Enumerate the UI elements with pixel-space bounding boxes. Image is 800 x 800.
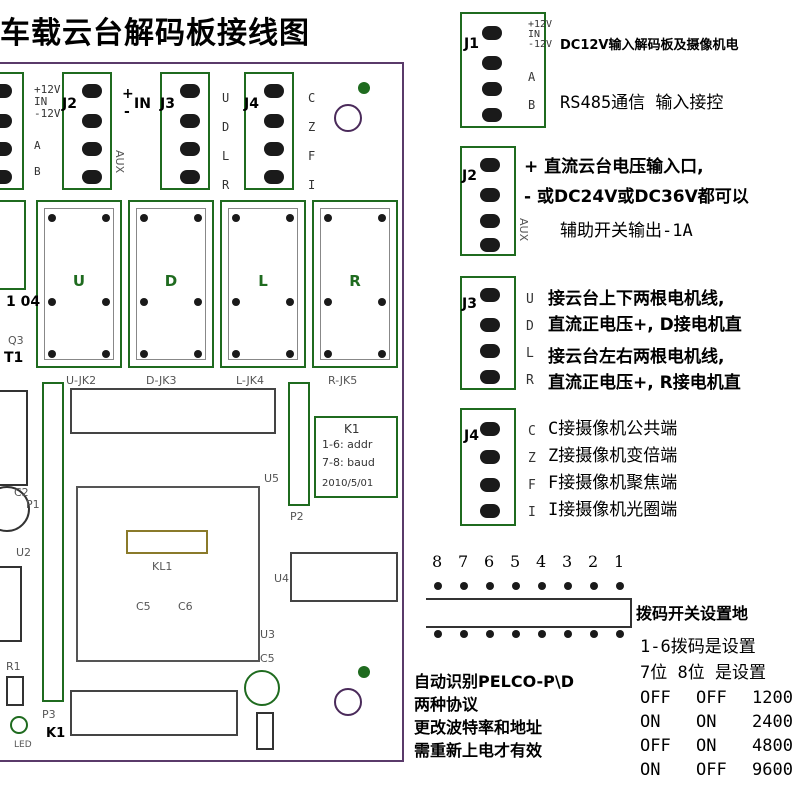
board-xtal-label: KL1 bbox=[152, 560, 173, 573]
board-j2-plus: + bbox=[122, 86, 134, 102]
logo-mark-bottom bbox=[358, 666, 370, 678]
board-c6-small-label: C6 bbox=[178, 600, 193, 613]
decoder-board bbox=[0, 62, 404, 762]
relay-label-d: D-JK3 bbox=[146, 374, 177, 387]
board-j2-minus: - bbox=[124, 104, 130, 120]
board-j3-side-labels: U D L R bbox=[222, 91, 230, 192]
board-r1-label: R1 bbox=[6, 660, 21, 673]
legend-j3-connector bbox=[460, 276, 516, 390]
capacitor-c5 bbox=[244, 670, 280, 706]
legend-j1-connector bbox=[460, 12, 546, 128]
dip-header: 7位 8位 是设置 bbox=[640, 663, 766, 683]
board-j4-connector bbox=[244, 72, 294, 190]
relay-u: U bbox=[36, 200, 122, 368]
board-j4-label: J4 bbox=[244, 96, 259, 112]
regulator-u2 bbox=[0, 566, 22, 642]
relay-l: L bbox=[220, 200, 306, 368]
board-j4-side-labels: C Z F I bbox=[308, 91, 316, 192]
relay-label-l: L-JK4 bbox=[236, 374, 264, 387]
board-p3-label: P3 bbox=[42, 708, 56, 721]
board-led-label: LED bbox=[14, 740, 32, 750]
chip-u4 bbox=[290, 552, 398, 602]
board-u2-label: U2 bbox=[16, 546, 32, 559]
board-c2-label: C2 bbox=[14, 486, 29, 499]
led bbox=[10, 716, 28, 734]
legend-j2-line2: - 或DC24V或DC36V都可以 bbox=[524, 187, 749, 207]
legend-j4-label: J4 bbox=[464, 428, 479, 444]
legend-j2-line1: + 直流云台电压输入口, bbox=[524, 157, 704, 177]
auto-protocol-note: 自动识别PELCO-P\D 两种协议 更改波特率和地址 需重新上电才有效 bbox=[414, 672, 574, 760]
board-k1-label: K1 bbox=[46, 726, 66, 741]
dip-numbers: 8 7 6 5 4 3 2 1 bbox=[432, 552, 625, 571]
legend-j2-connector bbox=[460, 146, 516, 256]
board-j1-side-labels: +12V IN -12V A B bbox=[34, 83, 61, 178]
legend-j4-side: C Z F I bbox=[528, 424, 536, 520]
board-j3-label: J3 bbox=[160, 96, 175, 112]
capacitor-block bbox=[0, 390, 28, 486]
board-j2-label: J2 bbox=[62, 96, 77, 112]
legend-j1-line2: RS485通信 输入接控 bbox=[560, 93, 724, 113]
mounting-hole-top bbox=[334, 104, 362, 132]
legend-j1-label: J1 bbox=[464, 36, 479, 52]
header-strip-left bbox=[42, 382, 64, 702]
board-t1-label: T1 bbox=[4, 350, 24, 366]
legend-j2-line3: 辅助开关输出-1A bbox=[560, 221, 693, 241]
dip-line1: 1-6拨码是设置 bbox=[640, 637, 756, 657]
dip-switch bbox=[426, 582, 632, 638]
legend-j3-line4: 直流正电压+, R接电机直 bbox=[548, 373, 741, 393]
legend-j3-line3: 接云台左右两根电机线, bbox=[548, 347, 725, 367]
mcu-socket bbox=[76, 486, 260, 662]
board-j1-connector bbox=[0, 72, 24, 190]
legend-j4-lines: C接摄像机公共端 Z接摄像机变倍端 F接摄像机聚焦端 I接摄像机光圈端 bbox=[548, 419, 678, 520]
board-j3-connector bbox=[160, 72, 210, 190]
partial-component-left bbox=[0, 200, 26, 290]
legend-j3-label: J3 bbox=[462, 296, 477, 312]
board-u4-label: U4 bbox=[274, 572, 290, 585]
board-j2-connector bbox=[62, 72, 112, 190]
legend-j4-connector bbox=[460, 408, 516, 526]
board-q3-label: Q3 bbox=[8, 334, 24, 347]
resistor-r1 bbox=[6, 676, 24, 706]
chip-u5 bbox=[70, 388, 276, 434]
legend-j3-side: U D L R bbox=[526, 292, 534, 388]
board-c5-small-label: C5 bbox=[136, 600, 151, 613]
board-d104-label: 1 04 bbox=[6, 294, 41, 310]
legend-j2-label: J2 bbox=[462, 168, 477, 184]
chip-bottom bbox=[70, 690, 238, 736]
relay-label-u: U-JK2 bbox=[66, 374, 97, 387]
diagram-title: 车载云台解码板接线图 bbox=[0, 16, 310, 51]
relay-d: D bbox=[128, 200, 214, 368]
dip-info-box: K1 1-6: addr 7-8: baud 2010/5/01 bbox=[314, 416, 398, 498]
header-strip-right bbox=[288, 382, 310, 506]
relay-label-r: R-JK5 bbox=[328, 374, 358, 387]
legend-j1-line1: DC12V输入解码板及摄像机电 bbox=[560, 38, 739, 53]
board-u5-label: U5 bbox=[264, 472, 280, 485]
crystal-kl1 bbox=[126, 530, 208, 554]
board-u3-label: U3 bbox=[260, 628, 276, 641]
board-p2-label: P2 bbox=[290, 510, 304, 523]
board-aux-label: AUX bbox=[113, 150, 126, 174]
board-c5-label: C5 bbox=[260, 652, 275, 665]
legend-j2-aux: AUX bbox=[517, 218, 530, 242]
board-j2-in: IN bbox=[134, 96, 151, 112]
legend-j1-side: +12V IN -12V A B bbox=[528, 19, 553, 112]
mounting-hole-bottom bbox=[334, 688, 362, 716]
relay-r: R bbox=[312, 200, 398, 368]
legend-j3-line1: 接云台上下两根电机线, bbox=[548, 289, 725, 309]
dip-title: 拨码开关设置地 bbox=[636, 604, 749, 623]
board-p1-label: P1 bbox=[26, 498, 40, 511]
component-p2-bottom bbox=[256, 712, 274, 750]
legend-j3-line2: 直流正电压+, D接电机直 bbox=[548, 315, 742, 335]
logo-mark-top bbox=[358, 82, 370, 94]
